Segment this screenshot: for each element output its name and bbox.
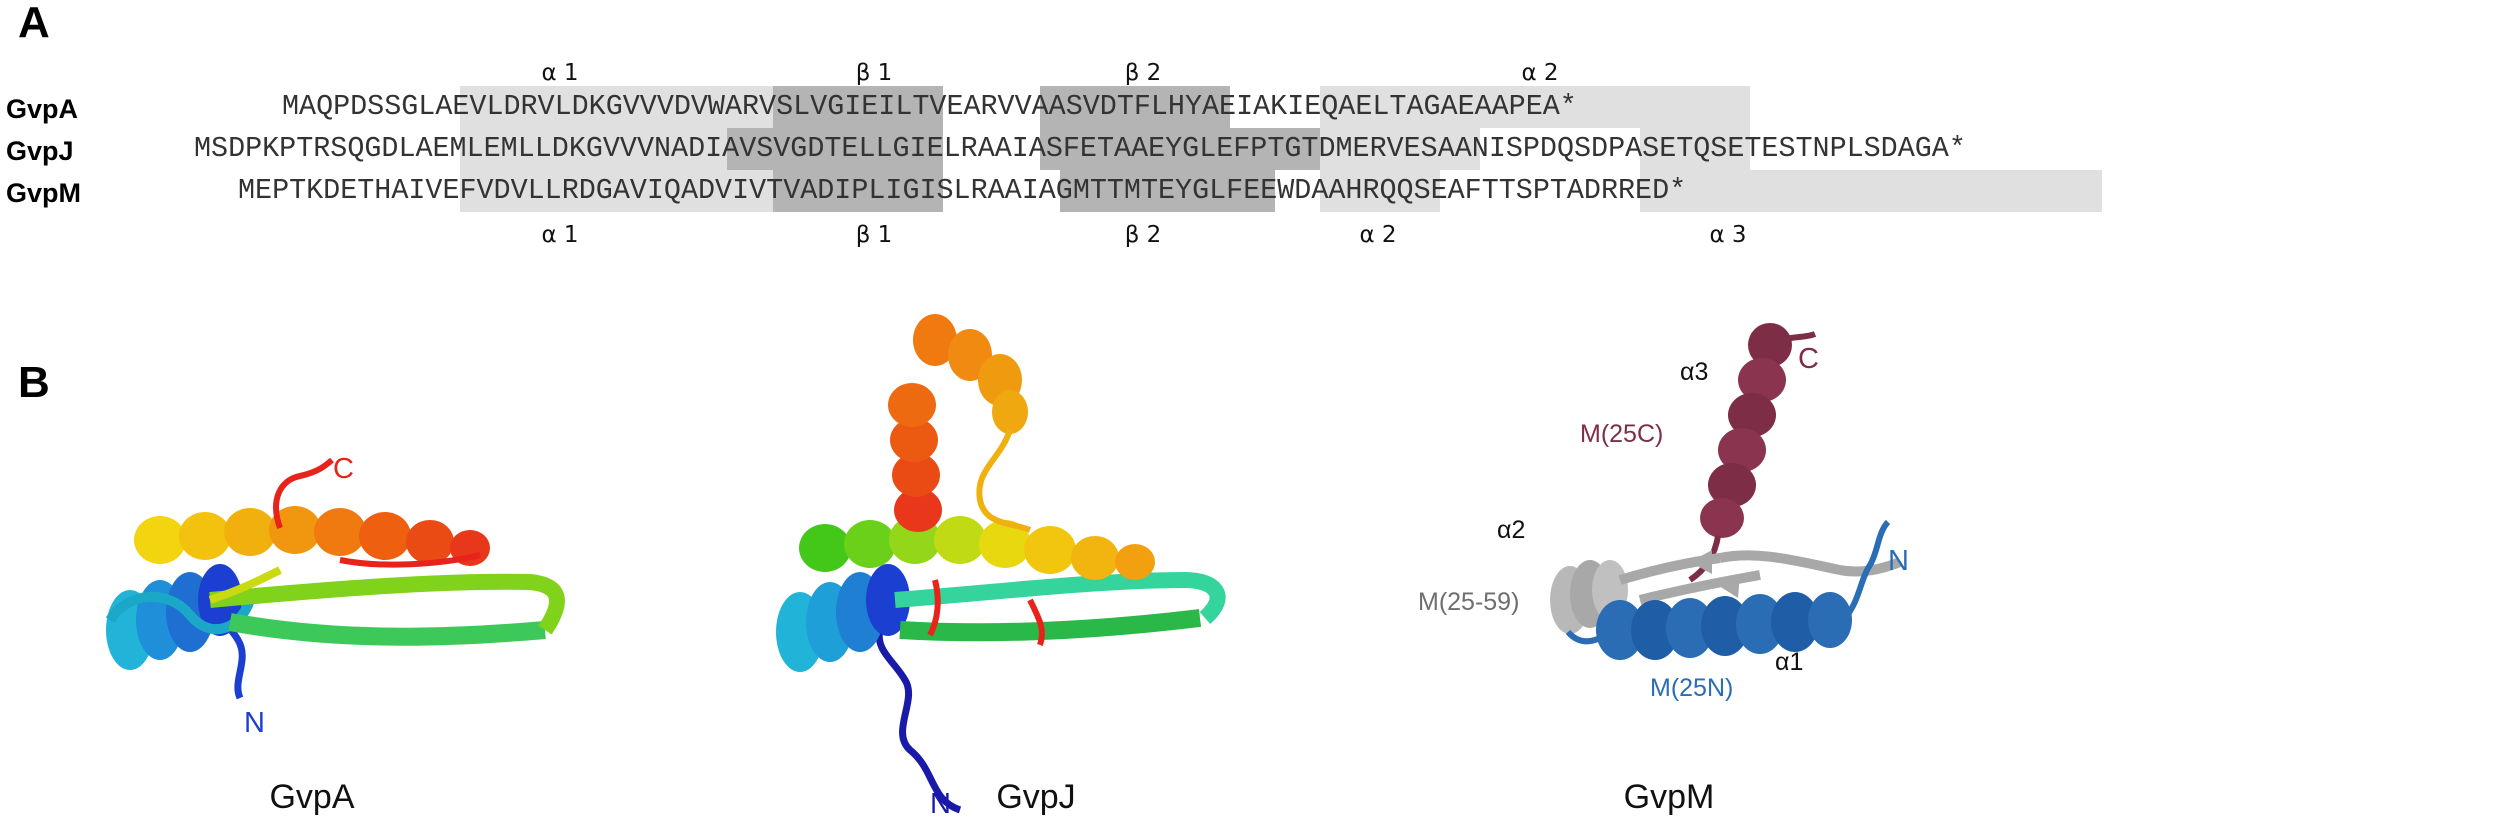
gvpm-alpha2-label: α2 xyxy=(1497,516,1525,544)
panel-a-label: A xyxy=(18,0,50,47)
gvpm-m25n-label: M(25N) xyxy=(1650,674,1733,702)
gvpm-title: GvpM xyxy=(1623,778,1715,816)
gvpj-n-terminus-coil xyxy=(875,629,962,814)
row-sequence-gvpa: MAQPDSSGLAEVLDRVLDKGVVVDVWARVSLVGIEILTVE… xyxy=(282,90,1577,123)
row-sequence-gvpm: MEPTKDETHAIVEFVDVLLRDGAVIQADVIVTVADIPLIG… xyxy=(238,174,1687,207)
gvpj-beta-strand1 xyxy=(899,609,1202,642)
row-name-gvpa: GvpA xyxy=(6,94,79,124)
shade-helix3-gvpm xyxy=(1640,170,2102,212)
shade-strand1-gvpj xyxy=(727,128,943,170)
gvpj-red-coil2 xyxy=(1027,598,1045,646)
gvpj-connect-loop xyxy=(976,428,1032,533)
top-label-alpha2: α 2 xyxy=(1521,60,1559,86)
bottom-label-alpha2: α 2 xyxy=(1359,222,1397,248)
bottom-label-beta1: β 1 xyxy=(855,222,893,248)
row-sequence-gvpj: MSDPKPTRSQGDLAEMLEMLLDKGVVVNADIAVSVGDTEL… xyxy=(194,132,1966,165)
row-name-gvpj: GvpJ xyxy=(6,136,74,166)
gvpj-helix2 xyxy=(799,516,1155,580)
panel-b-label: B xyxy=(18,358,50,407)
gvpm-n-label: N xyxy=(1888,545,1909,577)
gvpm-m25c-label: M(25C) xyxy=(1580,420,1663,448)
shade-helix2-gvpm xyxy=(1320,170,1440,212)
gvpm-n-terminus-coil xyxy=(1842,519,1891,620)
structure-drawings: N C xyxy=(105,314,1909,820)
row-name-gvpm: GvpM xyxy=(6,178,82,208)
gvpm-gray-arrow2 xyxy=(1716,574,1740,598)
top-label-beta1: β 1 xyxy=(855,60,893,86)
gvpj-n-label: N xyxy=(930,788,951,820)
shade-strand1-gvpm xyxy=(773,170,943,212)
gvpm-m2559-label: M(25-59) xyxy=(1418,588,1519,616)
shade-helix1 xyxy=(460,86,773,212)
shade-helix2-gvpj xyxy=(1320,128,1480,170)
top-label-alpha1: α 1 xyxy=(541,60,579,86)
top-label-beta2: β 2 xyxy=(1124,60,1162,86)
gvpm-helix3 xyxy=(1700,323,1792,538)
gvpa-n-label: N xyxy=(244,707,265,739)
shade-helix2b-gvpj xyxy=(1640,128,1750,170)
gvpm-gray-arrow1 xyxy=(1690,550,1712,574)
gvpm-structure xyxy=(1550,323,1902,660)
gvpj-helix1 xyxy=(776,564,910,672)
gvpm-alpha3-label: α3 xyxy=(1680,358,1708,386)
gvpj-helix3 xyxy=(888,383,942,532)
sequence-alignment: α 1 β 1 β 2 α 2 GvpA MAQPDSSGLAEVLDRVLDK… xyxy=(0,0,2500,248)
gvpj-helix4 xyxy=(913,314,1028,434)
bottom-label-beta2: β 2 xyxy=(1124,222,1162,248)
gvpj-red-coil xyxy=(927,579,941,637)
gvpm-alpha1-label: α1 xyxy=(1775,648,1803,676)
gvpa-helix1 xyxy=(105,564,255,670)
shade-helix2-gvpa xyxy=(1320,86,1750,128)
gvpa-helix2 xyxy=(134,506,490,566)
gvpa-loop xyxy=(208,566,282,604)
structure-panel: N C xyxy=(0,300,2500,822)
shade-strand2-gvpj xyxy=(1040,128,1320,170)
gvpa-beta-strand2 xyxy=(209,573,565,635)
gvpj-beta-strand2 xyxy=(894,571,1226,625)
gvpa-c-tail xyxy=(339,552,481,568)
gvpm-c-label: C xyxy=(1798,343,1819,375)
shade-strand2-gvpa xyxy=(1040,86,1230,128)
gvpa-c-terminus-coil xyxy=(273,457,334,530)
gvpj-structure xyxy=(776,314,1226,814)
bottom-label-alpha3: α 3 xyxy=(1709,222,1747,248)
gvpa-beta-strand1 xyxy=(228,613,546,646)
bottom-label-alpha1: α 1 xyxy=(541,222,579,248)
shade-strand1-gvpa xyxy=(773,86,943,128)
gvpa-structure xyxy=(105,457,565,700)
gvpa-title: GvpA xyxy=(269,778,355,816)
shade-strand2-gvpm xyxy=(1060,170,1275,212)
gvpm-blue-tail xyxy=(1565,629,1602,645)
gvpa-c-label: C xyxy=(333,453,354,485)
gvpm-c-terminus-coil xyxy=(1781,331,1817,343)
gvpm-helix1 xyxy=(1596,592,1852,660)
gvpj-title: GvpJ xyxy=(996,778,1076,816)
